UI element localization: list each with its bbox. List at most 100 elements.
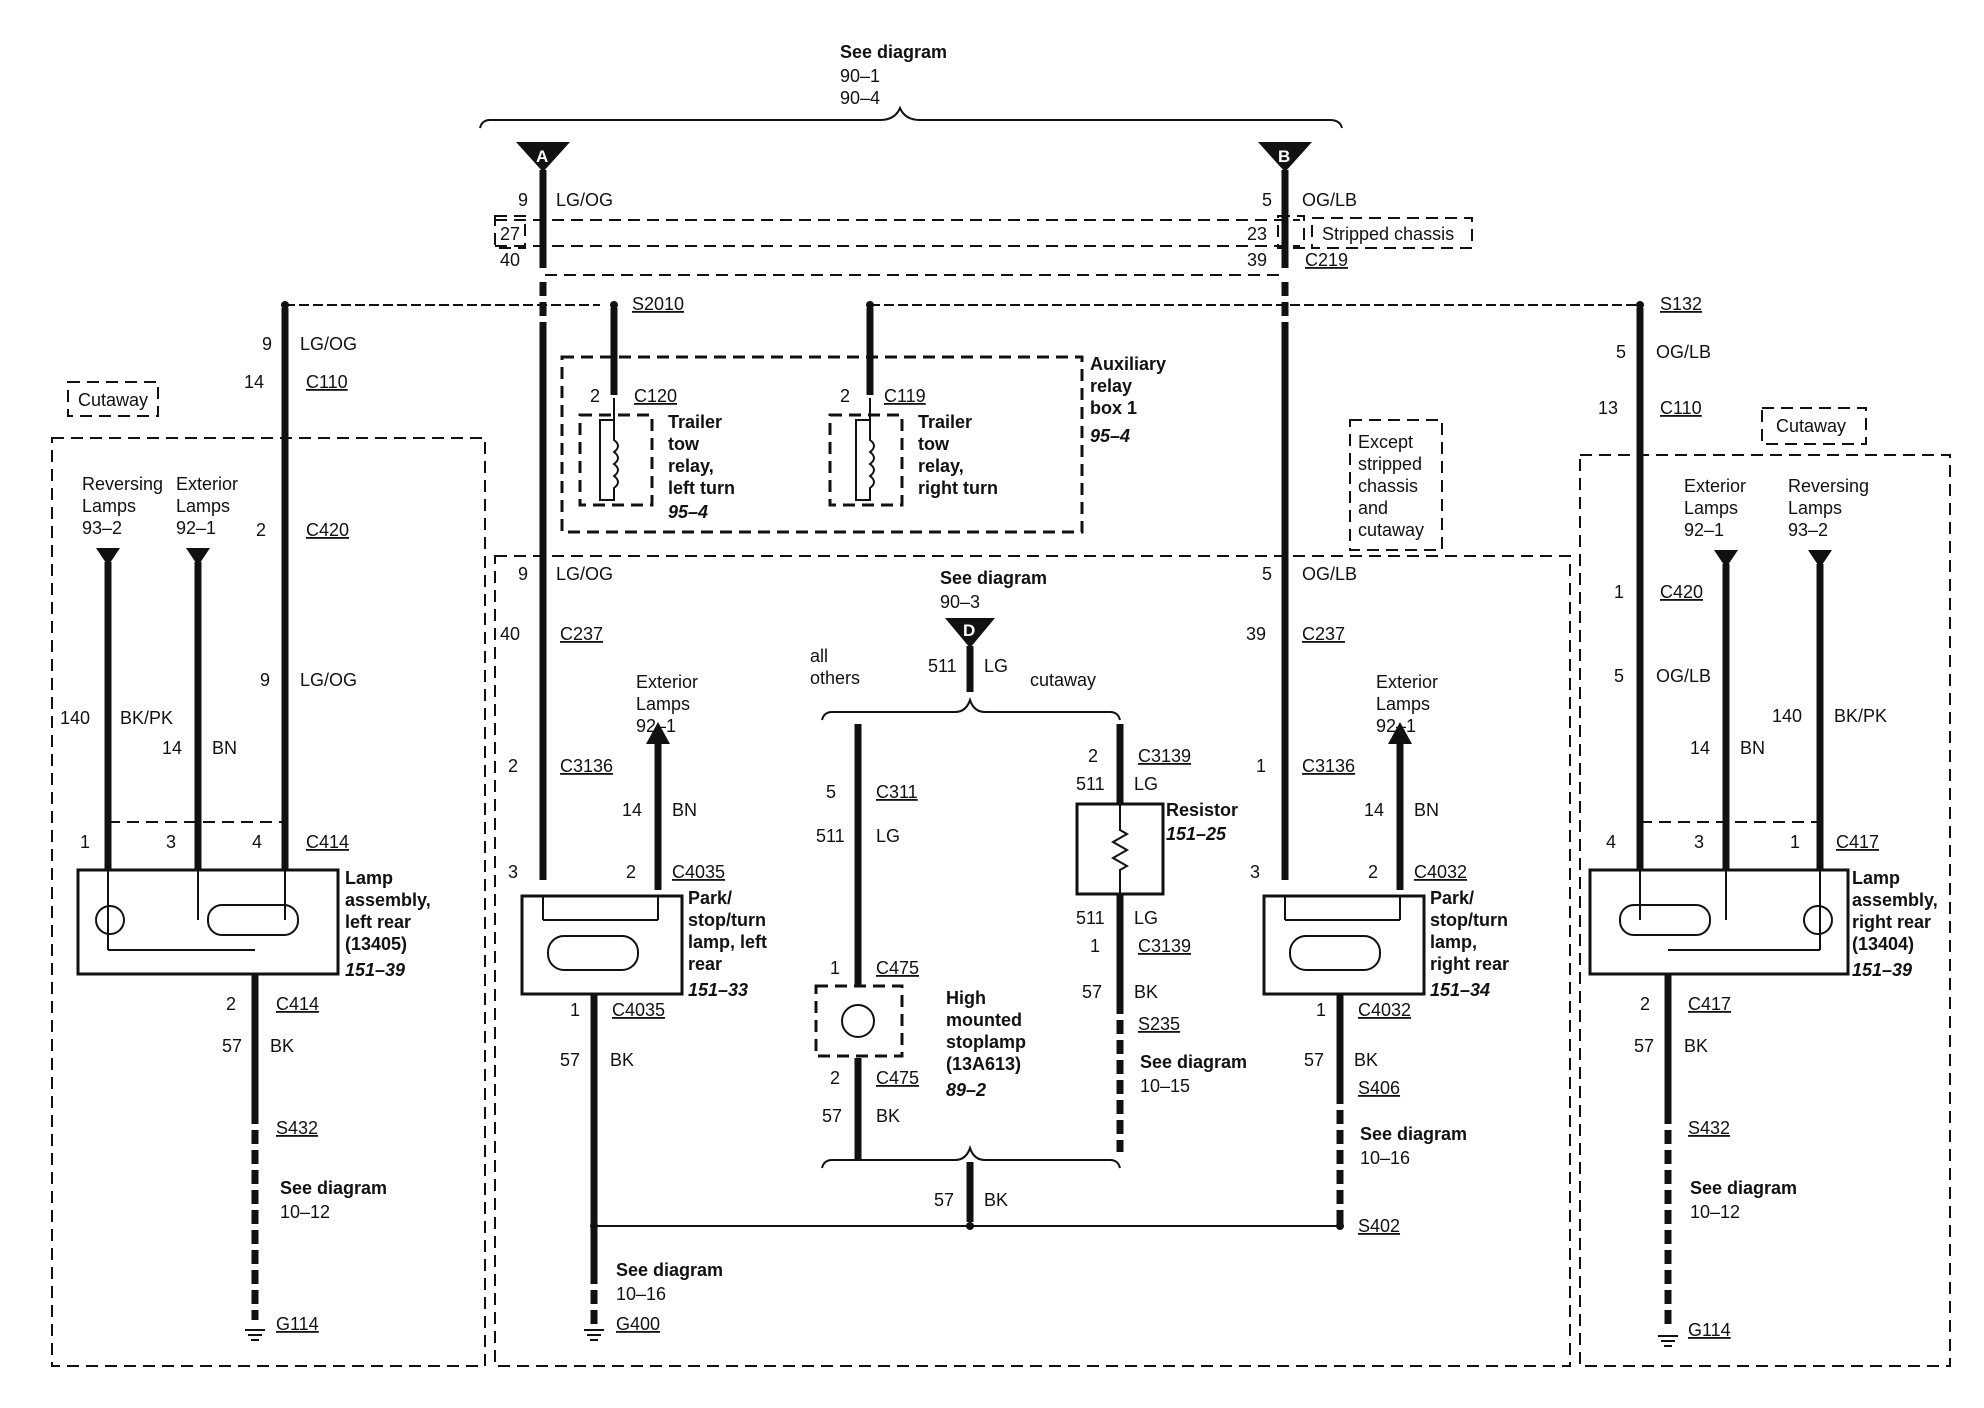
cl-color-bk: BK — [610, 1050, 634, 1070]
c-pin-5: 5 — [826, 782, 836, 802]
lr-lamp-1: Lamp — [345, 868, 393, 888]
rr-see: See diagram — [1690, 1178, 1797, 1198]
c-all: all — [810, 646, 828, 666]
c-hms-bulb — [841, 1004, 875, 1038]
rr-c417: C417 — [1836, 832, 1879, 852]
c-r-color-lg-b: LG — [1134, 908, 1158, 928]
c-see: See diagram — [940, 568, 1047, 588]
cl-see: See diagram — [616, 1260, 723, 1280]
rr-exterior: Exterior — [1684, 476, 1746, 496]
stripped-right-box — [1277, 215, 1305, 249]
c219-label: C219 — [1305, 250, 1348, 270]
c-bottom-57: 57 — [934, 1190, 954, 1210]
lr-c414-b: C414 — [276, 994, 319, 1014]
lr-lamp-ref: 151–39 — [345, 960, 405, 980]
lr-lamp-3: left rear — [345, 912, 411, 932]
a-pin-9: 9 — [518, 190, 528, 210]
left-cutaway-box — [67, 381, 159, 417]
lr-see-ref: 10–12 — [280, 1202, 330, 1222]
c119-pin: 2 — [840, 386, 850, 406]
s2010-label: S2010 — [632, 294, 684, 314]
c120-label: C120 — [634, 386, 677, 406]
cr-c3136: C3136 — [1302, 756, 1355, 776]
lr-pin-9: 9 — [262, 334, 272, 354]
right-relay-l3: relay, — [918, 456, 964, 476]
b-pin-39: 39 — [1247, 250, 1267, 270]
lr-pin-140: 140 — [60, 708, 90, 728]
cr-see-ref: 10–16 — [1360, 1148, 1410, 1168]
cr-c4032-b: C4032 — [1358, 1000, 1411, 1020]
aux-ref: 95–4 — [1090, 426, 1130, 446]
except-2: stripped — [1358, 454, 1422, 474]
cl-pin-1: 1 — [570, 1000, 580, 1020]
lr-color-lgog-b: LG/OG — [300, 670, 357, 690]
cl-lamp-ref: 151–33 — [688, 980, 748, 1000]
c119-node — [866, 301, 874, 309]
rr-lamp-4: (13404) — [1852, 934, 1914, 954]
rr-color-oglb-b: OG/LB — [1656, 666, 1711, 686]
rr-exterior-arrow — [1714, 550, 1738, 568]
c-pin-2: 2 — [830, 1068, 840, 1088]
cr-pin-1: 1 — [1256, 756, 1266, 776]
cl-pin-57: 57 — [560, 1050, 580, 1070]
c-see-ref: 90–3 — [940, 592, 980, 612]
cl-lamp-2: stop/turn — [688, 910, 766, 930]
rr-pin-5: 5 — [1616, 342, 1626, 362]
stripped-left-box — [494, 215, 526, 249]
except-4: and — [1358, 498, 1388, 518]
rr-lamps-a: Lamps — [1684, 498, 1738, 518]
a-pin-27: 27 — [500, 224, 520, 244]
lr-exterior: Exterior — [176, 474, 238, 494]
c-r-pin-1: 1 — [1090, 936, 1100, 956]
cr-pin-5: 5 — [1262, 564, 1272, 584]
s132-node — [1636, 301, 1644, 309]
c-bottom-bk: BK — [984, 1190, 1008, 1210]
cr-ext-ref: 92–1 — [1376, 716, 1416, 736]
top-ref-2: 90–4 — [840, 88, 880, 108]
a-color: LG/OG — [556, 190, 613, 210]
cl-ext-arrow — [646, 722, 670, 744]
left-relay-box — [578, 413, 654, 507]
cr-lamp-3: lamp, — [1430, 932, 1477, 952]
cr-pin-57: 57 — [1304, 1050, 1324, 1070]
cl-lamp-4: rear — [688, 954, 722, 974]
right-cutaway: Cutaway — [1776, 416, 1846, 436]
lr-color-bk: BK — [270, 1036, 294, 1056]
cr-pin-39: 39 — [1246, 624, 1266, 644]
rr-c110: C110 — [1660, 398, 1702, 418]
c-r-see: See diagram — [1140, 1052, 1247, 1072]
rr-color-oglb: OG/LB — [1656, 342, 1711, 362]
lr-reversing: Reversing — [82, 474, 163, 494]
cr-lamp-4: right rear — [1430, 954, 1509, 974]
rr-color-bk: BK — [1684, 1036, 1708, 1056]
c-color-lg: LG — [984, 656, 1008, 676]
c-c311: C311 — [876, 782, 918, 802]
cr-ext-arrow — [1388, 722, 1412, 744]
s2010-node — [610, 301, 618, 309]
rr-lamp-assembly — [1588, 868, 1850, 976]
lr-ground-icon — [245, 1329, 265, 1341]
cl-bulb — [547, 935, 639, 971]
cl-see-ref: 10–16 — [616, 1284, 666, 1304]
lr-lamp-2: assembly, — [345, 890, 431, 910]
rr-pin-2: 2 — [1640, 994, 1650, 1014]
connector-d-label: D — [963, 621, 975, 640]
lr-reversing-arrow — [96, 548, 120, 566]
connector-a: A — [516, 142, 570, 172]
cr-pin-1b: 1 — [1316, 1000, 1326, 1020]
c-r-color-bk: BK — [1134, 982, 1158, 1002]
cr-lamp-1: Park/ — [1430, 888, 1474, 908]
c-c475: C475 — [876, 958, 919, 978]
c-join-brace — [821, 1144, 1121, 1169]
aux-title-1: Auxiliary — [1090, 354, 1166, 374]
lr-g114: G114 — [276, 1314, 319, 1334]
s132-label: S132 — [1660, 294, 1702, 314]
c-r-pin-511: 511 — [1076, 774, 1105, 794]
c-r-see-ref: 10–15 — [1140, 1076, 1190, 1096]
lr-reversing-bulb — [95, 905, 125, 935]
except-note-box — [1349, 419, 1443, 551]
cl-pin-2b: 2 — [626, 862, 636, 882]
rr-reversing-bulb — [1803, 905, 1833, 935]
c-hms-4: (13A613) — [946, 1054, 1021, 1074]
b-pin-5: 5 — [1262, 190, 1272, 210]
